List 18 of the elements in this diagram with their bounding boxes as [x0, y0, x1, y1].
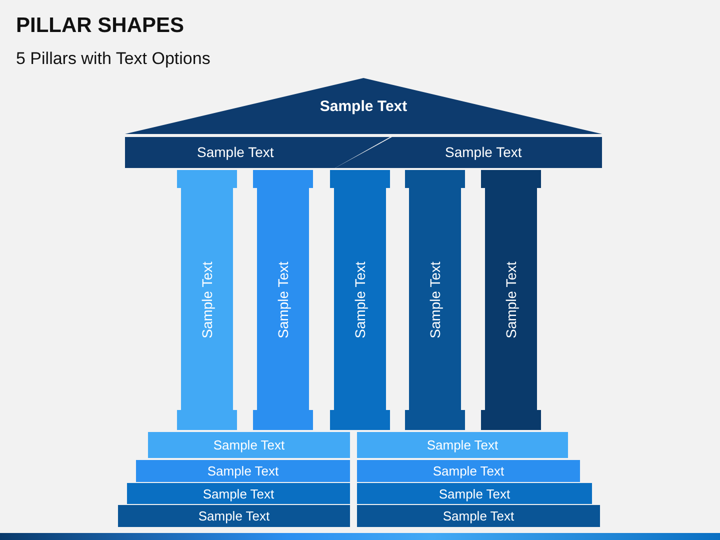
roof-label: Sample Text [320, 98, 408, 115]
pillar-label: Sample Text [427, 262, 443, 338]
step-label: Sample Text [207, 464, 279, 478]
subtitle: 5 Pillars with Text Options [16, 49, 210, 69]
step-label: Sample Text [426, 438, 498, 452]
step-label: Sample Text [432, 464, 504, 478]
step-label: Sample Text [213, 438, 285, 452]
pillar-label: Sample Text [352, 262, 368, 338]
pillar-label: Sample Text [199, 262, 215, 338]
step-label: Sample Text [198, 508, 270, 524]
pillar-label: Sample Text [503, 262, 519, 338]
beam-label: Sample Text [445, 144, 522, 160]
beam-label: Sample Text [197, 144, 274, 160]
step-label: Sample Text [438, 486, 510, 501]
step-label: Sample Text [202, 486, 274, 501]
step-label: Sample Text [442, 508, 514, 524]
pillar-label: Sample Text [275, 262, 291, 338]
title: PILLAR SHAPES [16, 14, 184, 38]
